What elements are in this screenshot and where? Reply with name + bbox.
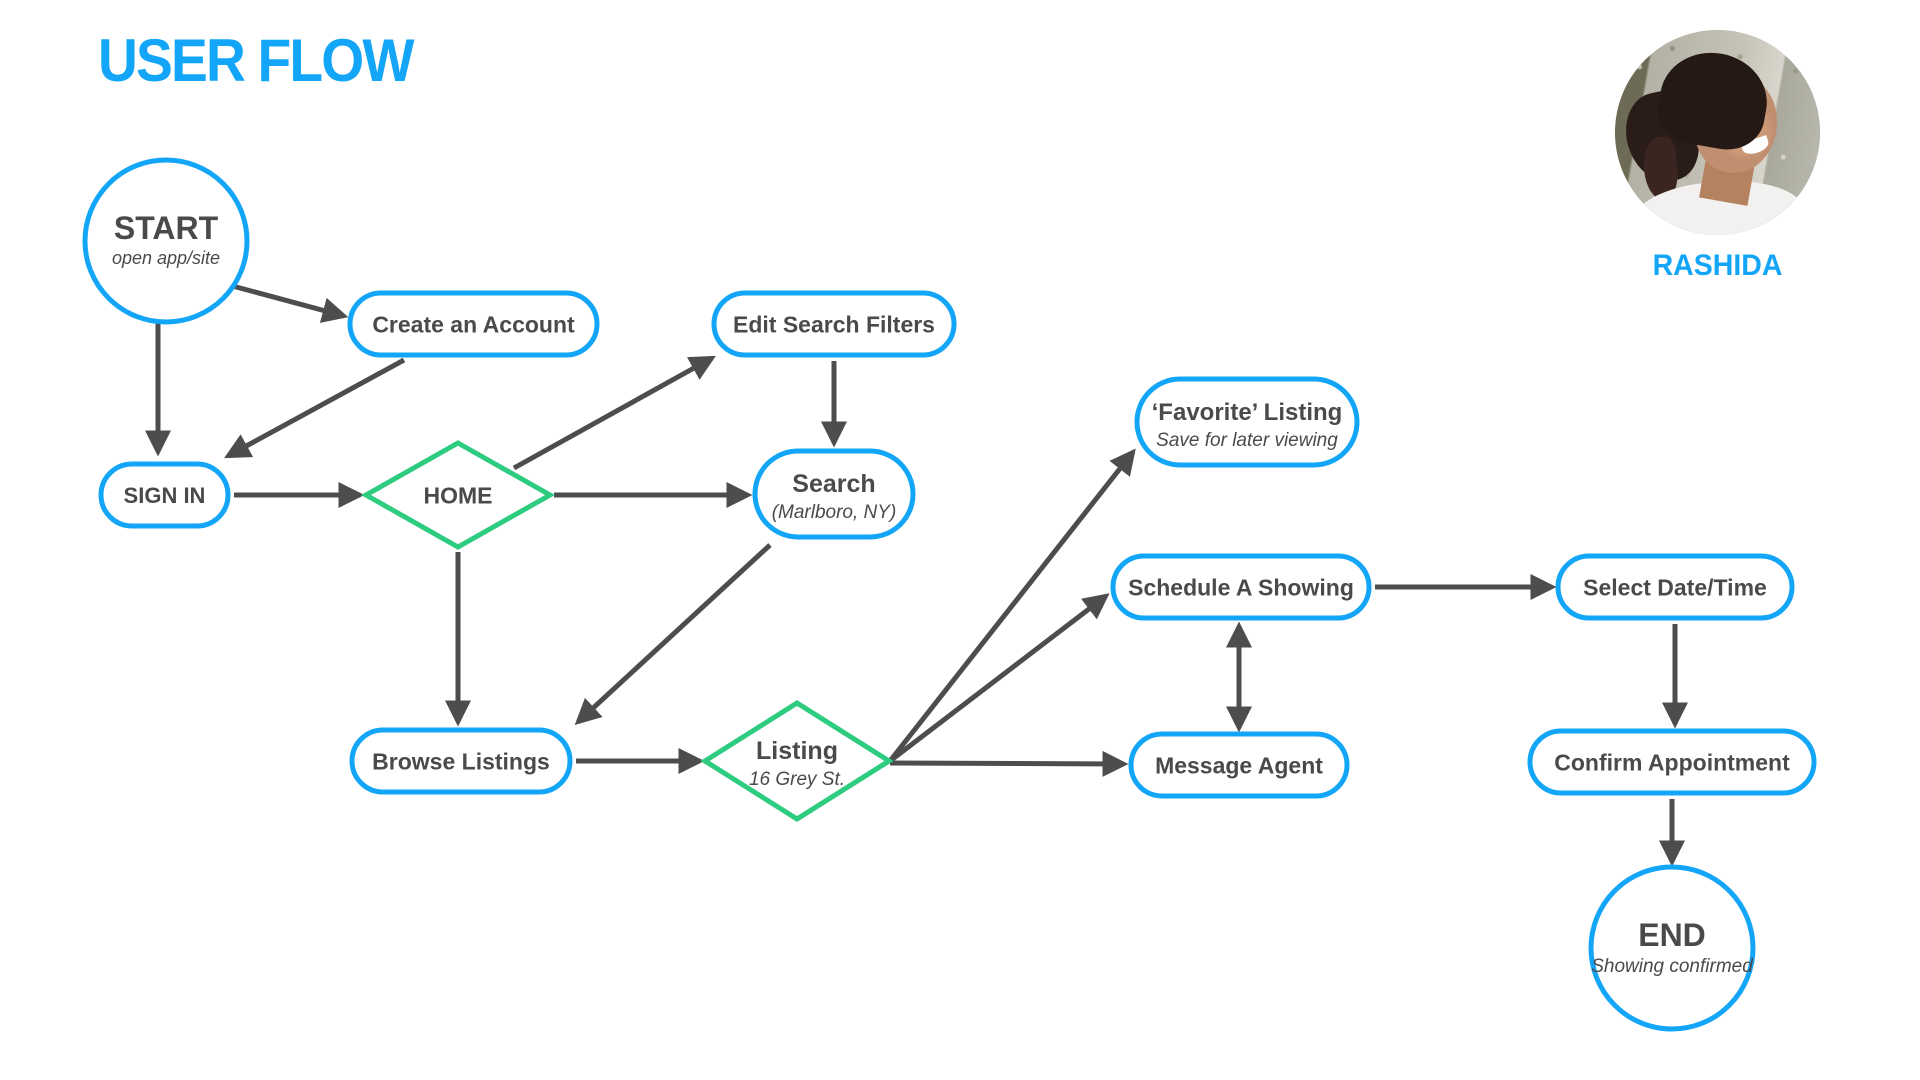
edges-layer (144, 278, 1688, 867)
page-title: USER FLOW (98, 27, 414, 94)
flow-edge-home-to-edit-search-filters (512, 355, 716, 471)
node-subtitle: (Marlboro, NY) (772, 502, 897, 523)
flow-edge-listing-to-schedule-showing (888, 593, 1110, 763)
node-subtitle: Showing confirmed (1591, 956, 1754, 977)
node-pill (1110, 553, 1372, 621)
node-title: Search (792, 470, 875, 498)
node-title: END (1638, 917, 1706, 953)
node-title: Browse Listings (372, 748, 550, 774)
node-title: Confirm Appointment (1554, 749, 1790, 775)
flow-node-end[interactable]: END Showing confirmed (1588, 864, 1756, 1032)
node-pill (1555, 553, 1795, 621)
flow-node-confirm-appointment[interactable]: Confirm Appointment (1527, 728, 1817, 796)
node-title: HOME (424, 482, 493, 508)
node-title: Select Date/Time (1583, 574, 1767, 600)
flow-node-edit-search-filters[interactable]: Edit Search Filters (711, 290, 957, 358)
flow-node-home[interactable]: HOME (360, 440, 556, 550)
flow-node-browse-listings[interactable]: Browse Listings (349, 727, 573, 795)
flow-node-create-account[interactable]: Create an Account (347, 290, 600, 358)
node-title: Create an Account (372, 311, 575, 337)
node-title: Message Agent (1155, 752, 1323, 778)
flow-node-search[interactable]: Search (Marlboro, NY) (752, 448, 916, 540)
node-title: ‘Favorite’ Listing (1152, 399, 1343, 426)
node-subtitle: Save for later viewing (1156, 430, 1338, 451)
persona-card: RASHIDA (1615, 30, 1820, 283)
node-pill (1527, 728, 1817, 796)
node-pill (349, 727, 573, 795)
node-pill (711, 290, 957, 358)
node-circle (82, 157, 250, 325)
node-pill (1128, 731, 1350, 799)
node-subtitle: 16 Grey St. (749, 769, 845, 790)
node-pill (752, 448, 916, 540)
node-title: Listing (756, 737, 838, 765)
node-circle (1588, 864, 1756, 1032)
flow-node-listing[interactable]: Listing 16 Grey St. (700, 700, 894, 822)
node-title: Edit Search Filters (733, 311, 935, 337)
node-subtitle: open app/site (112, 248, 220, 268)
flow-edge-search-to-browse-listings (574, 543, 772, 726)
flow-edge-create-account-to-sign-in (224, 357, 406, 459)
flow-edge-listing-to-favorite-listing (888, 448, 1136, 763)
node-title: SIGN IN (124, 483, 206, 508)
avatar (1615, 30, 1820, 235)
node-pill (98, 461, 231, 529)
flow-edge-listing-to-message-agent (889, 750, 1129, 777)
flow-node-schedule-showing[interactable]: Schedule A Showing (1110, 553, 1372, 621)
node-pill (1134, 376, 1360, 468)
flow-node-message-agent[interactable]: Message Agent (1128, 731, 1350, 799)
flow-node-select-date-time[interactable]: Select Date/Time (1555, 553, 1795, 621)
node-diamond (700, 700, 894, 822)
node-title: Schedule A Showing (1128, 574, 1354, 600)
node-title: START (114, 210, 219, 246)
flow-node-sign-in[interactable]: SIGN IN (98, 461, 231, 529)
node-diamond (360, 440, 556, 550)
node-pill (347, 290, 600, 358)
persona-name: RASHIDA (1652, 249, 1783, 282)
